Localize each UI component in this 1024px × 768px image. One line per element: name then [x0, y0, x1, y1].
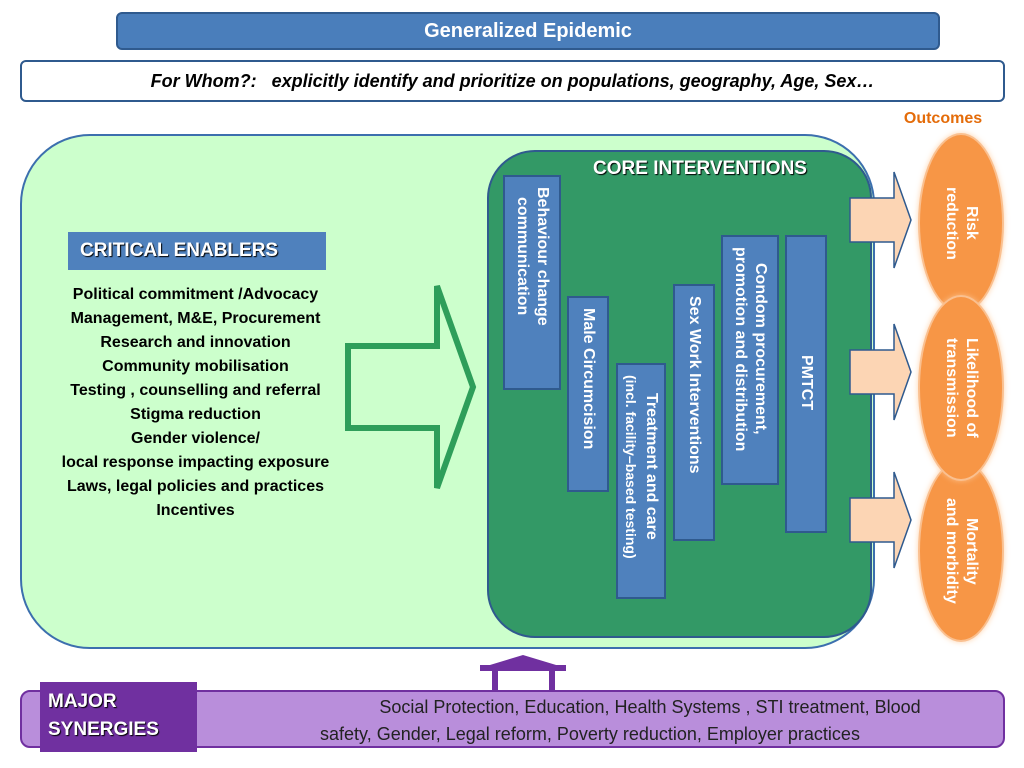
outcome-line: Risk	[963, 206, 980, 240]
intervention-treatment-care: Treatment and care(incl. facility–based …	[616, 363, 666, 599]
for-whom-text: For Whom?: explicitly identify and prior…	[150, 70, 875, 91]
intervention-line: Behaviour change	[534, 187, 551, 326]
synergy-connector-icon	[480, 655, 566, 694]
intervention-line: communication	[514, 197, 531, 316]
intervention-line: Sex Work Interventions	[686, 296, 703, 474]
intervention-male-circumcision: Male Circumcision	[567, 296, 609, 492]
outcomes-label: Outcomes	[903, 110, 983, 127]
intervention-line: (incl. facility–based testing)	[623, 375, 639, 559]
synergy-text-line: Social Protection, Education, Health Sys…	[379, 697, 921, 717]
enabler-item: Research and innovation	[100, 334, 291, 351]
major-synergies-text: Social Protection, Education, Health Sys…	[240, 694, 940, 748]
enabler-item: Management, M&E, Procurement	[70, 310, 321, 327]
intervention-condom: Condom procurement,promotion and distrib…	[721, 235, 779, 485]
outcome-arrow-icon	[849, 323, 912, 421]
intervention-line: Treatment and care	[643, 393, 660, 541]
enablers-arrow-icon	[345, 284, 477, 490]
enabler-item: Incentives	[156, 502, 235, 519]
for-whom-banner: For Whom?: explicitly identify and prior…	[20, 60, 1005, 102]
intervention-line: Condom procurement,	[752, 263, 769, 435]
synergy-title-line: SYNERGIES	[48, 719, 159, 740]
synergy-title-line: MAJOR	[48, 691, 117, 712]
enabler-item: Political commitment /Advocacy	[72, 286, 319, 303]
outcome-line: transmission	[943, 338, 960, 438]
major-synergies-heading: MAJOR SYNERGIES	[40, 682, 197, 752]
enabler-item: Laws, legal policies and practices	[67, 478, 324, 495]
intervention-line: Male Circumcision	[580, 308, 597, 450]
title-bar: Generalized Epidemic	[116, 12, 940, 50]
critical-enablers-list: Political commitment /Advocacy Managemen…	[28, 283, 363, 523]
outcome-line: reduction	[943, 186, 960, 260]
enabler-item: Stigma reduction	[130, 406, 261, 423]
outcome-line: Likelihood of	[963, 338, 980, 438]
synergy-text-line: safety, Gender, Legal reform, Poverty re…	[320, 724, 860, 744]
outcome-arrow-icon	[849, 471, 912, 569]
outcome-line: and morbidity	[943, 498, 960, 604]
page-title: Generalized Epidemic	[424, 19, 632, 42]
core-interventions-heading: CORE INTERVENTIONS	[593, 158, 807, 179]
intervention-sex-work: Sex Work Interventions	[673, 284, 715, 541]
critical-enablers-heading: CRITICAL ENABLERS	[68, 232, 326, 270]
intervention-line: promotion and distribution	[732, 247, 749, 452]
enabler-item: Community mobilisation	[102, 358, 289, 375]
outcome-line: Mortality	[963, 517, 980, 585]
intervention-line: PMTCT	[798, 355, 815, 411]
intervention-pmtct: PMTCT	[785, 235, 827, 533]
outcome-arrow-icon	[849, 171, 912, 269]
enabler-item: Testing , counselling and referral	[70, 382, 321, 399]
enabler-item: local response impacting exposure	[61, 454, 330, 471]
enabler-item: Gender violence/	[131, 430, 260, 447]
